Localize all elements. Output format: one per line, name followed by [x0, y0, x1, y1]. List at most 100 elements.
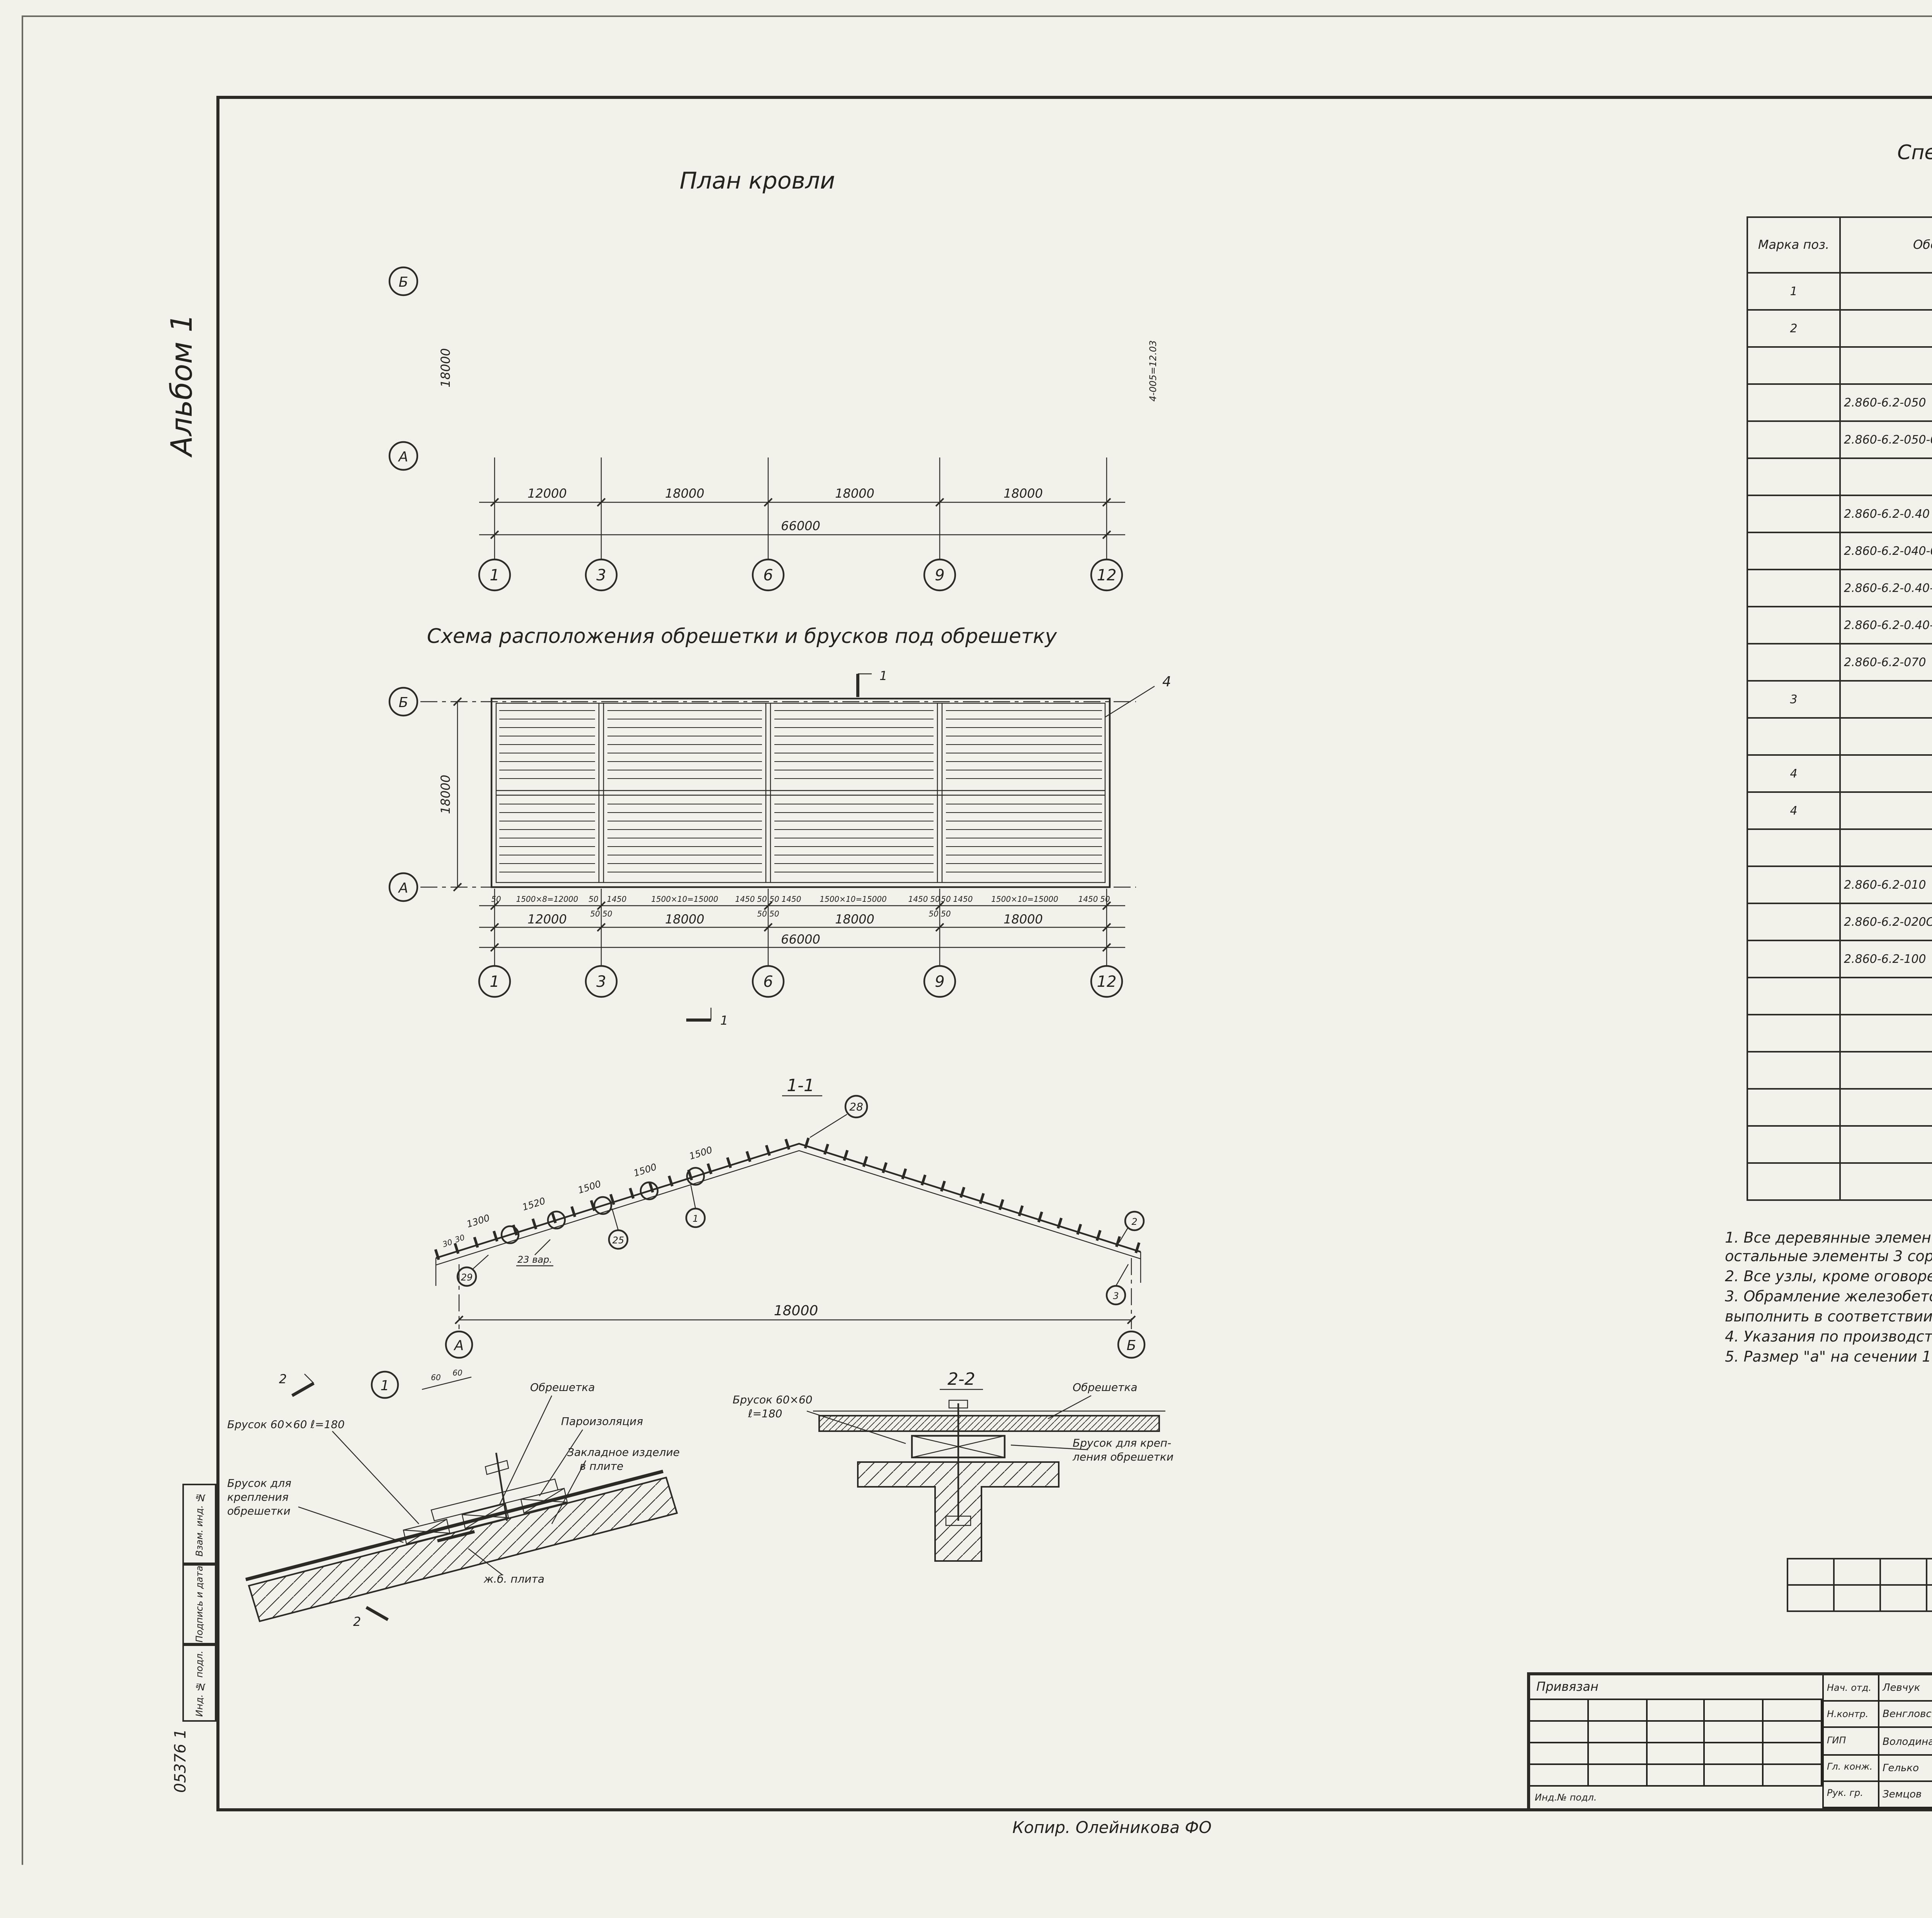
spec-row: Гайка М12×1,75 ГОСТ 5915-70* 92 92 15,4 … [1747, 1052, 1932, 1089]
spec-row: 2.860-6.2-040-06 Брусок Б7 240 0,0023м³ … [1747, 532, 1932, 570]
section-mark-letter: 37 [795, 223, 813, 238]
spec-row: Болт М10×100 ГОСТ 7798-70* 480 480 80,15… [1747, 1015, 1932, 1052]
section-mark-doc: 2.860-6.1-35 [596, 240, 656, 251]
spec-row: 2.860-6.2-050-01 Брусок 75×85(h) ℓ=500 2… [1747, 421, 1932, 458]
chain-dim: 1500×10=15000 [651, 894, 718, 904]
plan-section-mark-a: А 2.860-6.1-35 [596, 223, 656, 278]
dim-label: 12000 [527, 486, 567, 501]
signature-row: Рук. гр. Земцов [1824, 1782, 1932, 1808]
scheme-lathing [496, 703, 1105, 882]
dim-total-label: 66000 [781, 519, 820, 533]
plan-break-line [671, 278, 714, 456]
spec-table: Марка поз. Обозначение Наименование Кол.… [1747, 216, 1932, 1201]
signature-role: Н.контр. [1824, 1702, 1879, 1727]
section-mark-letter: Е [1090, 223, 1099, 238]
svg-text:30: 30 [454, 1233, 466, 1245]
scheme-left-dim: 18000 [438, 698, 461, 891]
plan-axis-lines [420, 281, 1136, 456]
spec-title-line1: Спецификация к схеме расположения обреше… [1743, 142, 1932, 165]
spec-cell-oboznachenie [1840, 1163, 1932, 1200]
chain-dim-pair: 50 50 [590, 909, 612, 918]
axis-bubble-label: А [398, 880, 408, 896]
svg-text:1500: 1500 [577, 1178, 602, 1196]
spec-cell-oboznachenie: 2.860-6.2-0.40-10 [1840, 607, 1932, 644]
spec-cell-oboznachenie: 2.860-6.2-0.40-03 [1840, 570, 1932, 607]
spec-cell-marka: 2 [1747, 310, 1840, 347]
spec-cell-marka [1747, 1089, 1840, 1126]
svg-text:1520: 1520 [521, 1195, 547, 1213]
detail2-title: 2-2 [940, 1369, 983, 1389]
dim-label: 18000 [1003, 486, 1043, 501]
spec-cell-marka [1747, 903, 1840, 940]
reference-strip-table [1787, 1558, 1932, 1612]
margin-label-podpis: Подпись и дата [194, 1566, 205, 1643]
spec-title-line2: и брусков под обрешетку [1743, 168, 1932, 192]
section-mark-letter: А [621, 223, 631, 238]
axis-bubble-label: А [454, 1338, 464, 1353]
spec-cell-marka [1747, 644, 1840, 681]
stamp-signatures: Нач. отд. Левчук Н.контр. Венгловская [1824, 1675, 1932, 1808]
roof-plan-drawing: План кровли А 2.860-6.1-35 37 2.860-6.1-… [232, 155, 1252, 606]
spec-cell-oboznachenie [1840, 978, 1932, 1015]
dim-label: 18000 [774, 1303, 818, 1319]
axis-bubble-label: Б [399, 274, 408, 290]
lath-plank [819, 1416, 1159, 1431]
chain-dim: 1450 [1078, 894, 1098, 904]
grid-bubble-label: 3 [596, 973, 606, 991]
label-plita: ж.б. плита [483, 1573, 544, 1585]
grid-bubble-label: 1 [490, 566, 499, 584]
spec-header-oboznachenie: Обозначение [1840, 217, 1932, 273]
label-krep: обрешетки [227, 1505, 291, 1517]
detail-2-2-drawing: 2-2 Брусок 60×60 ℓ=180 Обрешетка Брусок … [726, 1360, 1236, 1623]
section-1-1-drawing: 1-1 28 1300 1520 1500 1500 1500 30 [232, 1066, 1252, 1368]
note-item: 1. Все деревянные элементы из хвойных по… [1725, 1230, 1932, 1268]
chain-dim: 50 [1100, 894, 1110, 904]
concrete-slab [249, 1478, 677, 1621]
spec-cell-oboznachenie [1840, 1089, 1932, 1126]
spec-row: 2.860-6.2-020СБ Изделие соединительное М… [1747, 903, 1932, 940]
signature-name: Гелько [1879, 1755, 1932, 1780]
spec-row: 2.860-6.2-010 Изделие соединительное МК-… [1747, 866, 1932, 903]
dim-label: 18000 [665, 912, 704, 927]
chain-dim: 1500×10=15000 [820, 894, 887, 904]
plan-section-mark-37: 37 2.860-6.1-28 [774, 223, 834, 278]
spec-row: 2.860-6.2-0.40-10 Брусок Б11 80 0,003м³ … [1747, 607, 1932, 644]
callout-label: 23 вар. [517, 1254, 552, 1265]
spec-cell-marka: 4 [1747, 755, 1840, 792]
spec-cell-oboznachenie: 2.860-6.2-0.40 [1840, 495, 1932, 532]
spec-cell-oboznachenie: 2.860-6.2-050-01 [1840, 421, 1932, 458]
dim-label: 18000 [438, 775, 453, 814]
callout-label: 3 [1113, 1291, 1119, 1301]
detail-bubble-label: 1 [381, 1378, 389, 1394]
spec-cell-marka [1747, 384, 1840, 421]
label-zakladnoe: в плите [580, 1460, 623, 1473]
signature-role: Рук. гр. [1824, 1782, 1879, 1807]
spec-row: 2.860-6.2-0.40 Брусок Б1 240 0,0022м³ ст… [1747, 495, 1932, 532]
section-callouts: 29 23 вар. 25 1 2 3 [457, 1185, 1144, 1304]
plan-section-mark-e: Е 2.860-6.1-35 [1065, 223, 1124, 278]
spec-cell-marka [1747, 1015, 1840, 1052]
scheme-grid-bubbles: 1 3 6 9 12 [479, 950, 1122, 997]
chain-dim: 1450 [782, 894, 801, 904]
dim-label: 18000 [835, 912, 874, 927]
svg-text:1500: 1500 [688, 1144, 714, 1162]
signature-role: Нач. отд. [1824, 1675, 1879, 1700]
chain-dim: 1450 [908, 894, 928, 904]
spec-cell-oboznachenie [1840, 718, 1932, 755]
label-obreshetka: Обрешетка [530, 1381, 595, 1394]
copier-note: Копир. Олейникова ФО [1012, 1819, 1212, 1838]
bolt [485, 1453, 509, 1521]
plan-title: План кровли [680, 167, 835, 194]
spec-cell-marka [1747, 347, 1840, 384]
spec-row: 2.860-6.2-050 Брусок 75×60(h) ℓ=500 240 … [1747, 384, 1932, 421]
plan-grid-bubbles: 1 3 6 9 12 [479, 544, 1122, 590]
note-item: 3. Обрамление железобетонных стаканов и … [1725, 1290, 1932, 1327]
notes-block: 1. Все деревянные элементы из хвойных по… [1725, 1230, 1932, 1369]
signature-row: Гл. конж. Гелько [1824, 1755, 1932, 1782]
spec-row: 4 Брусок 75×60(h) 1,6 м³ [1747, 755, 1932, 792]
spec-cell-marka: 3 [1747, 681, 1840, 718]
spec-cell-marka [1747, 421, 1840, 458]
spec-cell-oboznachenie [1840, 1052, 1932, 1089]
detail-1-drawing: 2 1 60 60 Брусок 60×60 ℓ=180 Обрешетка [224, 1360, 765, 1638]
spec-row: Гайка М10×1,5 ГОСТ 5915-70* 480 480 11,4… [1747, 1089, 1932, 1126]
